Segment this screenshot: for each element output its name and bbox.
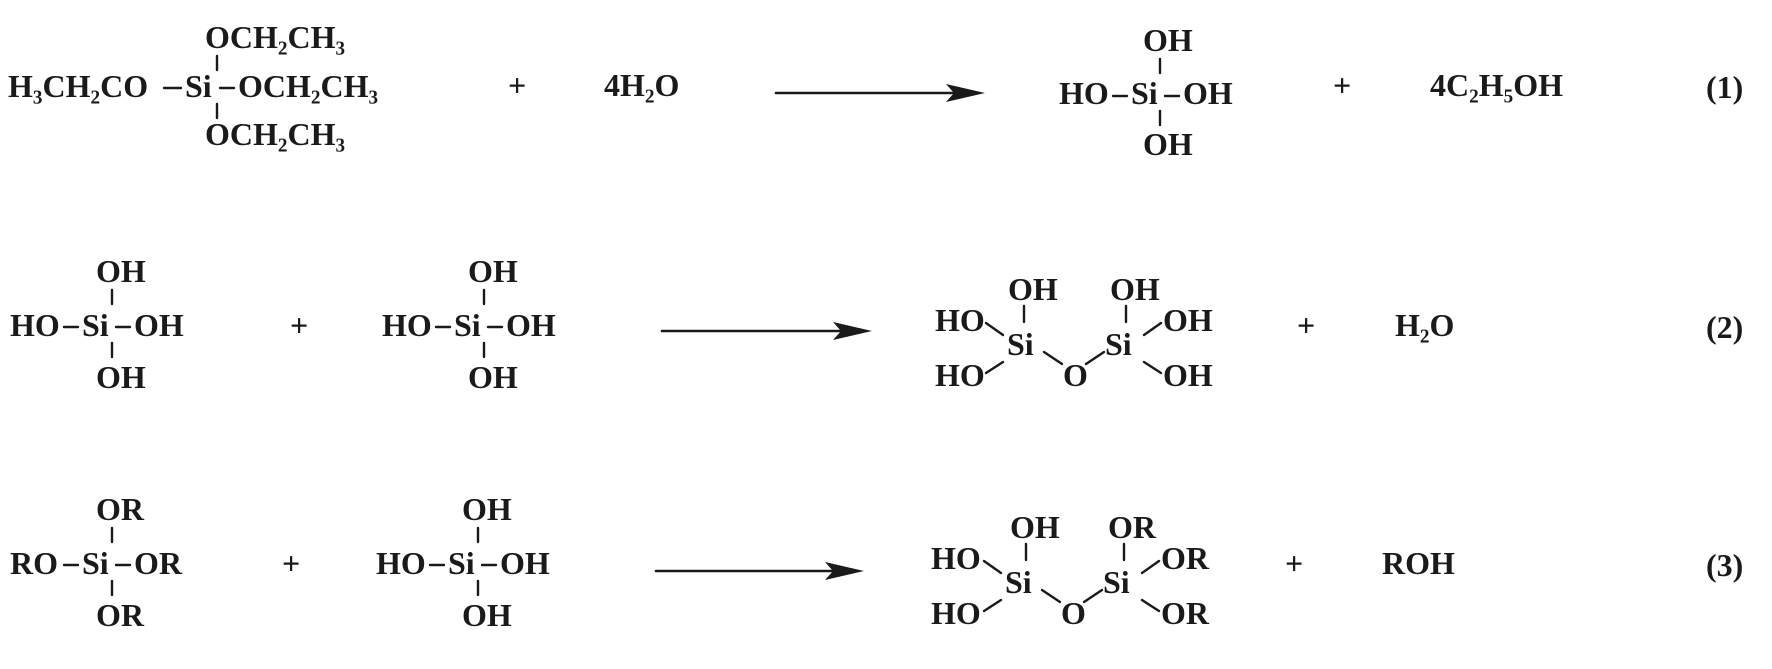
plus-sign-3b: + xyxy=(1285,545,1303,581)
silicic-acid-bottom-group: OH xyxy=(1143,126,1193,162)
silicic-acid-reactant-a: OH HO Si OH OH xyxy=(10,253,184,395)
mixed-dimer-right-si-atom: Si xyxy=(1103,564,1130,600)
arrow-head-1 xyxy=(946,84,985,102)
dimer-left-lower-group: HO xyxy=(935,357,985,393)
teos-bottom-group: OCH₂CH₃ xyxy=(205,116,345,152)
dimer-left-upper-group: HO xyxy=(935,302,985,338)
mixed-dimer-bridge-left-bond xyxy=(1040,588,1062,604)
reaction-2: OH HO Si OH OH + OH HO Si OH OH xyxy=(10,253,1743,395)
mixed-dimer-left-top-group: OH xyxy=(1010,509,1060,545)
disilicic-acid-product: OH HO Si HO O Si OH OH OH xyxy=(935,271,1213,393)
water-byproduct: H₂O xyxy=(1395,307,1454,343)
silicic-acid-top-group: OH xyxy=(1143,22,1193,58)
silicic-acid-si-atom: Si xyxy=(1131,75,1158,111)
mixed-dimer-right-upper-group: OR xyxy=(1161,540,1210,576)
dimer-right-upper-bond xyxy=(1142,321,1163,337)
equation-number-2: (2) xyxy=(1706,309,1743,345)
mixed-dimer-bridge-oxygen: O xyxy=(1061,595,1086,631)
dimer-bridge-oxygen: O xyxy=(1063,357,1088,393)
reactant-b-si-atom: Si xyxy=(454,307,481,343)
mixed-dimer-right-top-group: OR xyxy=(1108,509,1157,545)
teos-molecule: OCH₂CH₃ H₃CH₂CO Si OCH₂CH₃ OCH₂CH₃ xyxy=(8,19,378,152)
mixed-dimer-left-upper-group: HO xyxy=(931,540,981,576)
reaction-3: OR RO Si OR OR + OH HO Si OH OH xyxy=(10,491,1743,633)
reaction-1: OCH₂CH₃ H₃CH₂CO Si OCH₂CH₃ OCH₂CH₃ + 4H₂… xyxy=(8,19,1743,162)
reactant-b-bottom-group: OH xyxy=(468,359,518,395)
silicic-acid-reactant-c: OH HO Si OH OH xyxy=(376,491,550,633)
dimer-right-si-atom: Si xyxy=(1105,326,1132,362)
dimer-left-lower-bond xyxy=(984,360,1005,375)
teos-si-atom: Si xyxy=(185,68,212,104)
reactant-a-si-atom: Si xyxy=(82,307,109,343)
reactant-c-si-atom: Si xyxy=(448,545,475,581)
reactant-c-left-group: HO xyxy=(376,545,426,581)
plus-sign-1a: + xyxy=(508,67,526,103)
reactant-c-right-group: OH xyxy=(500,545,550,581)
reactant-b-top-group: OH xyxy=(468,253,518,289)
reactant-a-bottom-group: OH xyxy=(96,359,146,395)
alkoxysilane-top-group: OR xyxy=(96,491,145,527)
dimer-left-upper-bond xyxy=(984,321,1005,337)
teos-top-group: OCH₂CH₃ xyxy=(205,19,345,55)
reactant-b-right-group: OH xyxy=(506,307,556,343)
silicic-acid-left-group: HO xyxy=(1059,75,1109,111)
alkoxysilane-left-group: RO xyxy=(10,545,58,581)
silicic-acid-reactant-b: OH HO Si OH OH xyxy=(382,253,556,395)
plus-sign-2a: + xyxy=(290,307,308,343)
alkoxysilane-reactant: OR RO Si OR OR xyxy=(10,491,183,633)
ethanol-byproduct: 4C₂H₅OH xyxy=(1430,67,1563,103)
plus-sign-1b: + xyxy=(1333,67,1351,103)
mixed-dimer-bridge-right-bond xyxy=(1082,588,1104,604)
dimer-bridge-right-bond xyxy=(1084,350,1106,366)
arrow-head-3 xyxy=(825,562,864,580)
silicic-acid-product: OH HO Si OH OH xyxy=(1059,22,1233,162)
reactant-c-top-group: OH xyxy=(462,491,512,527)
alcohol-byproduct: ROH xyxy=(1382,545,1455,581)
alkoxysilane-si-atom: Si xyxy=(82,545,109,581)
reaction-arrow-3 xyxy=(654,562,864,580)
dimer-left-si-atom: Si xyxy=(1007,326,1034,362)
plus-sign-3a: + xyxy=(282,545,300,581)
reactant-c-bottom-group: OH xyxy=(462,597,512,633)
reactant-a-top-group: OH xyxy=(96,253,146,289)
equation-number-1: (1) xyxy=(1706,69,1743,105)
mixed-dimer-left-upper-bond xyxy=(982,559,1003,575)
dimer-right-lower-bond xyxy=(1142,360,1163,375)
dimer-right-top-group: OH xyxy=(1110,271,1160,307)
silicic-acid-right-group: OH xyxy=(1183,75,1233,111)
alkoxysilane-bottom-group: OR xyxy=(96,597,145,633)
alkoxysilane-right-group: OR xyxy=(134,545,183,581)
mixed-dimer-left-lower-group: HO xyxy=(931,595,981,631)
water-reagent: 4H₂O xyxy=(604,67,679,103)
dimer-right-lower-group: OH xyxy=(1163,357,1213,393)
plus-sign-2b: + xyxy=(1297,307,1315,343)
mixed-dimer-left-lower-bond xyxy=(982,598,1003,613)
reactant-b-left-group: HO xyxy=(382,307,432,343)
mixed-dimer-left-si-atom: Si xyxy=(1005,564,1032,600)
dimer-right-upper-group: OH xyxy=(1163,302,1213,338)
teos-right-group: OCH₂CH₃ xyxy=(238,68,378,104)
reaction-arrow-2 xyxy=(660,322,872,340)
reaction-arrow-1 xyxy=(774,84,985,102)
mixed-dimer-right-lower-group: OR xyxy=(1161,595,1210,631)
mixed-dimer-right-lower-bond xyxy=(1140,598,1161,613)
dimer-left-top-group: OH xyxy=(1008,271,1058,307)
teos-left-group: H₃CH₂CO xyxy=(8,68,148,104)
reactant-a-right-group: OH xyxy=(134,307,184,343)
equation-number-3: (3) xyxy=(1706,547,1743,583)
reactant-a-left-group: HO xyxy=(10,307,60,343)
dimer-bridge-left-bond xyxy=(1042,350,1064,366)
mixed-dimer-product: OH HO Si HO O Si OR OR OR xyxy=(931,509,1210,631)
arrow-head-2 xyxy=(833,322,872,340)
mixed-dimer-right-upper-bond xyxy=(1140,559,1161,575)
